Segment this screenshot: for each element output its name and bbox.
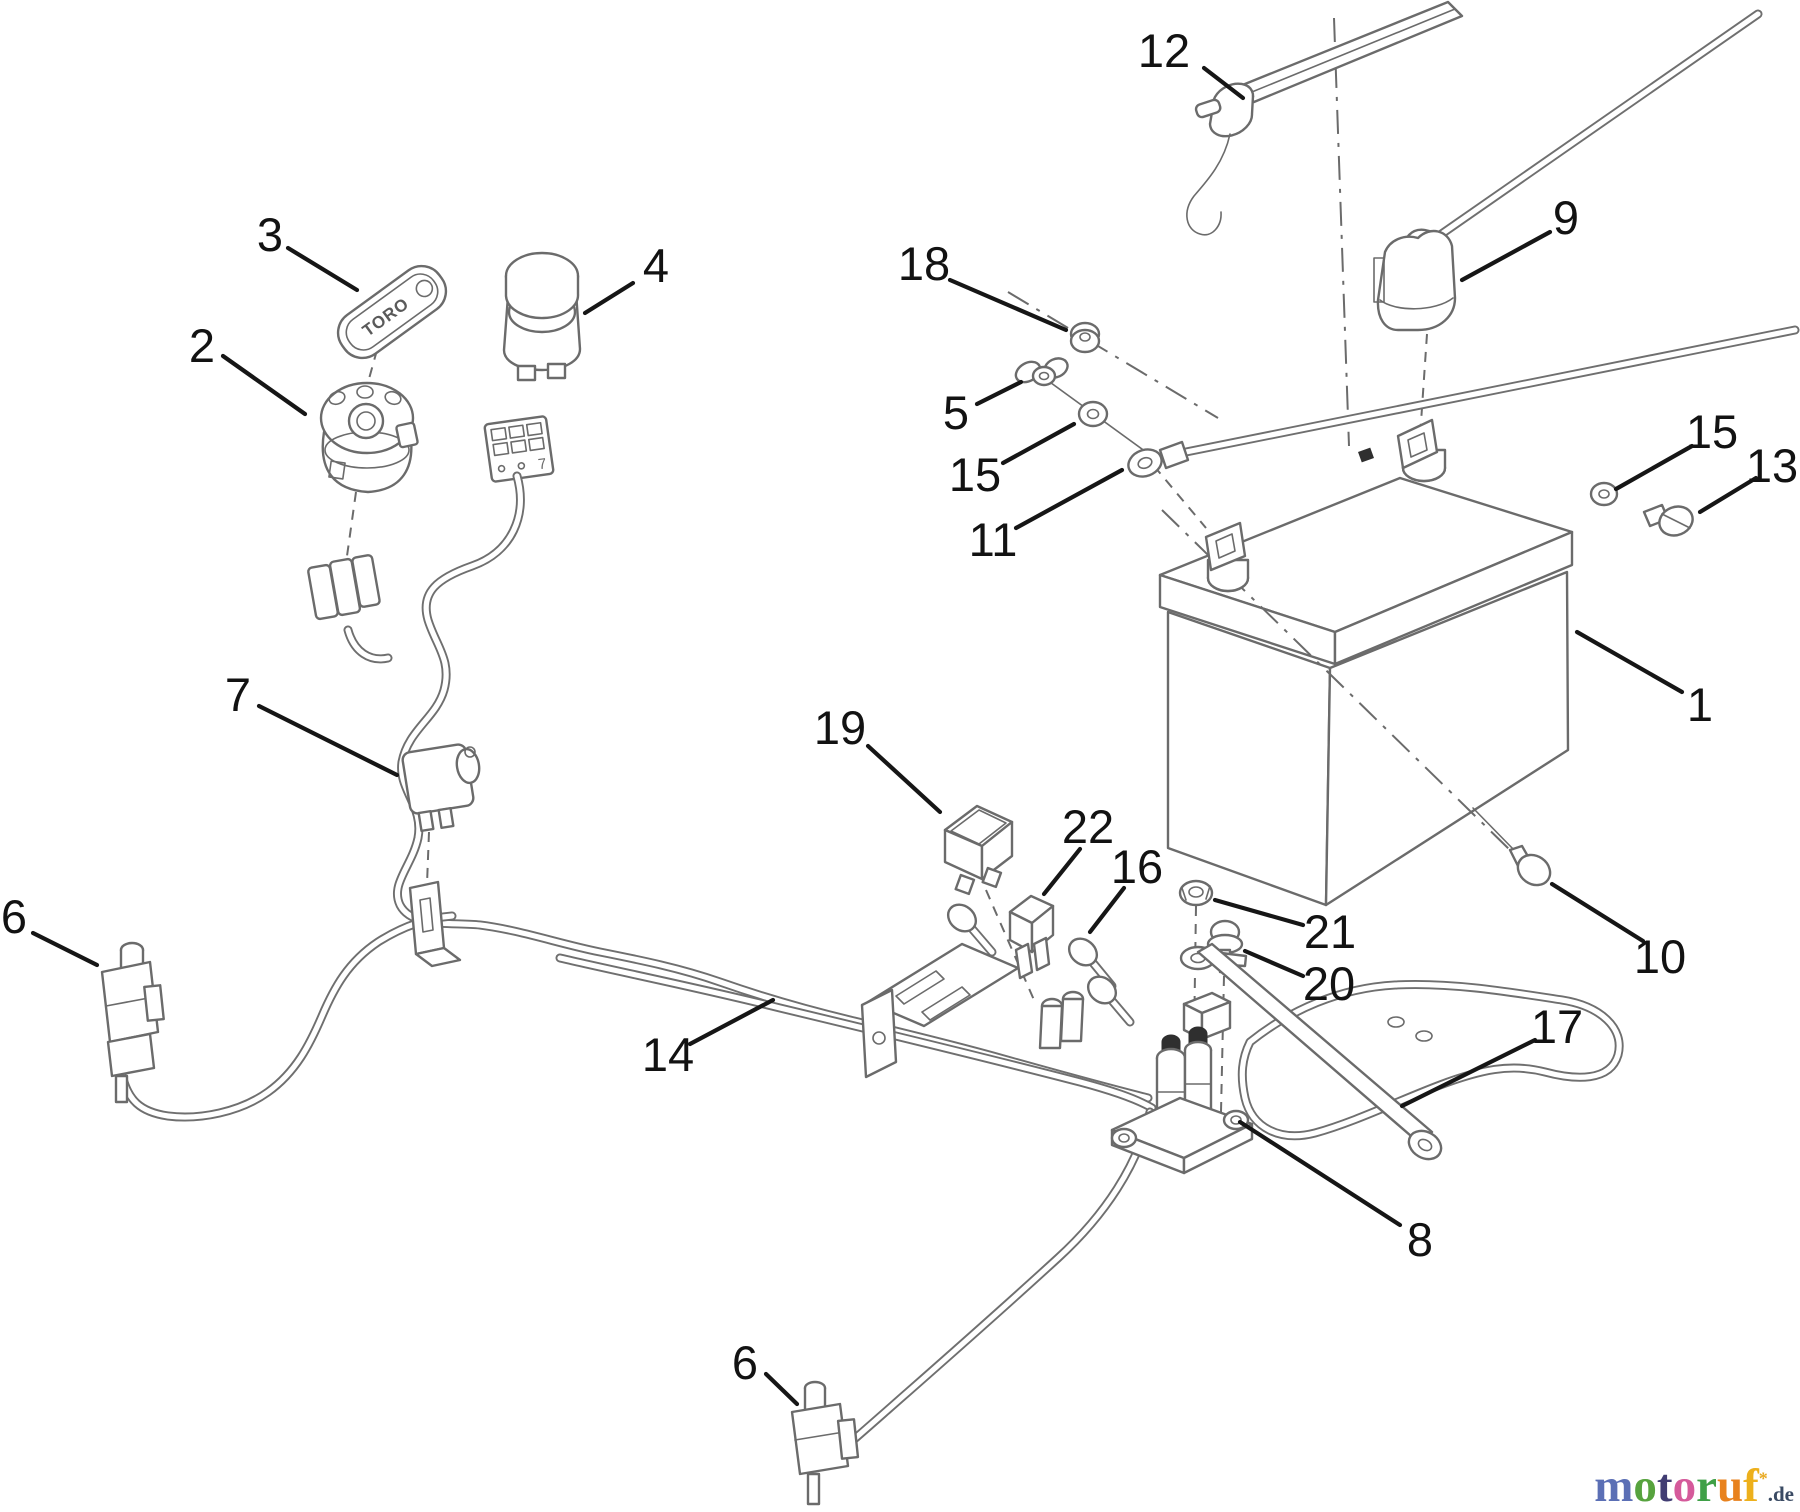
leader-line-6	[763, 1371, 800, 1407]
watermark-letter: o	[1633, 1460, 1657, 1512]
watermark-motoruf: motoruf*.de	[1594, 1463, 1794, 1510]
callout-1: 1	[1687, 678, 1713, 731]
terminal-boot-9	[1373, 228, 1457, 332]
leader-line-14	[687, 997, 776, 1047]
callout-4: 4	[643, 239, 669, 292]
battery-terminal-right	[1358, 418, 1447, 483]
relay-19	[943, 804, 1014, 896]
relay-bracket-7	[408, 880, 462, 968]
seat-switch-6-left	[100, 941, 165, 1104]
callout-16: 16	[1111, 840, 1163, 893]
callout-5: 5	[943, 386, 969, 439]
bolt-13	[1642, 503, 1694, 537]
bolt-16-c	[1086, 975, 1135, 1027]
leader-line-20	[1242, 948, 1306, 979]
pto-switch-4	[502, 251, 582, 382]
callout-21: 21	[1304, 905, 1356, 958]
callout-13: 13	[1746, 439, 1798, 492]
carriage-bolt-10	[1472, 807, 1552, 887]
leader-line-6	[30, 930, 100, 968]
callout-19: 19	[814, 701, 866, 754]
ground-strap-17	[1196, 942, 1443, 1161]
washer-15-left	[1077, 400, 1109, 428]
connector-block: 7	[483, 415, 555, 483]
key-switch-plug	[307, 554, 393, 664]
leader-line-22	[1041, 846, 1083, 897]
leader-line-15	[1000, 421, 1077, 466]
ignition-key-3: TORO	[336, 264, 448, 360]
leader-line-8	[1237, 1119, 1403, 1228]
watermark-letter: f	[1743, 1460, 1759, 1512]
callout-8: 8	[1407, 1213, 1433, 1266]
callout-14: 14	[642, 1028, 694, 1081]
mounting-bolts-16	[946, 903, 1135, 1027]
watermark-star-icon: *	[1758, 1468, 1768, 1489]
leader-line-16	[1087, 885, 1127, 935]
mounting-bracket	[860, 942, 1020, 1079]
leader-line-9	[1459, 229, 1553, 283]
washer-18	[1069, 321, 1101, 354]
callout-2: 2	[189, 319, 215, 372]
callout-18: 18	[898, 237, 950, 290]
leader-line-18	[947, 277, 1069, 333]
positive-cable	[1425, 9, 1763, 247]
callout-22: 22	[1062, 800, 1114, 853]
watermark-letter: o	[1672, 1460, 1697, 1512]
callout-17: 17	[1531, 1000, 1583, 1053]
leader-line-19	[865, 743, 943, 815]
leader-line-21	[1212, 897, 1306, 928]
interlock-relay-7	[401, 743, 481, 833]
starter-solenoid-8	[1110, 991, 1254, 1175]
connector-pin-marking: 7	[537, 455, 548, 473]
bolt-16-a	[946, 903, 997, 957]
callout-6: 6	[1, 890, 27, 943]
callout-9: 9	[1553, 191, 1579, 244]
ignition-switch-2	[319, 381, 419, 494]
harness-plugs	[1038, 990, 1085, 1050]
leader-line-15	[1613, 443, 1695, 492]
callout-6: 6	[732, 1336, 758, 1389]
callout-11: 11	[969, 513, 1018, 566]
leader-line-3	[285, 245, 360, 293]
watermark-letter: t	[1656, 1460, 1673, 1512]
leader-line-10	[1549, 881, 1646, 944]
wing-nut-5	[1014, 357, 1069, 387]
leader-line-1	[1574, 629, 1685, 695]
watermark-letter: m	[1594, 1460, 1634, 1512]
leader-line-2	[220, 353, 308, 417]
callout-15: 15	[949, 448, 1001, 501]
callout-7: 7	[225, 668, 251, 721]
leader-line-4	[582, 280, 636, 316]
watermark-letter: u	[1716, 1460, 1744, 1512]
washer-15-right	[1589, 481, 1619, 507]
callout-20: 20	[1303, 957, 1355, 1010]
battery-strap-12	[1186, 0, 1464, 236]
flange-nut-21	[1178, 879, 1214, 907]
watermark-letter: r	[1696, 1460, 1717, 1512]
ground-loop-harness	[1237, 979, 1624, 1141]
j-hook-icon	[1186, 133, 1231, 236]
leader-line-17	[1399, 1037, 1538, 1109]
bolt-16-b	[1067, 937, 1117, 991]
leader-line-5	[974, 379, 1024, 407]
battery	[1158, 476, 1574, 907]
watermark-suffix: .de	[1767, 1482, 1794, 1506]
seat-switch-6-bottom	[790, 1380, 860, 1506]
leader-line-7	[256, 703, 400, 778]
callout-12: 12	[1138, 24, 1190, 77]
leader-line-11	[1013, 467, 1125, 531]
relay-22	[1008, 894, 1055, 980]
leader-line-13	[1697, 475, 1759, 515]
leader-line-12	[1201, 65, 1246, 101]
battery-terminal-left	[1204, 521, 1250, 593]
callout-3: 3	[257, 208, 283, 261]
callout-15: 15	[1686, 405, 1738, 458]
battery-cable-11	[1127, 325, 1800, 478]
callout-10: 10	[1634, 930, 1686, 983]
